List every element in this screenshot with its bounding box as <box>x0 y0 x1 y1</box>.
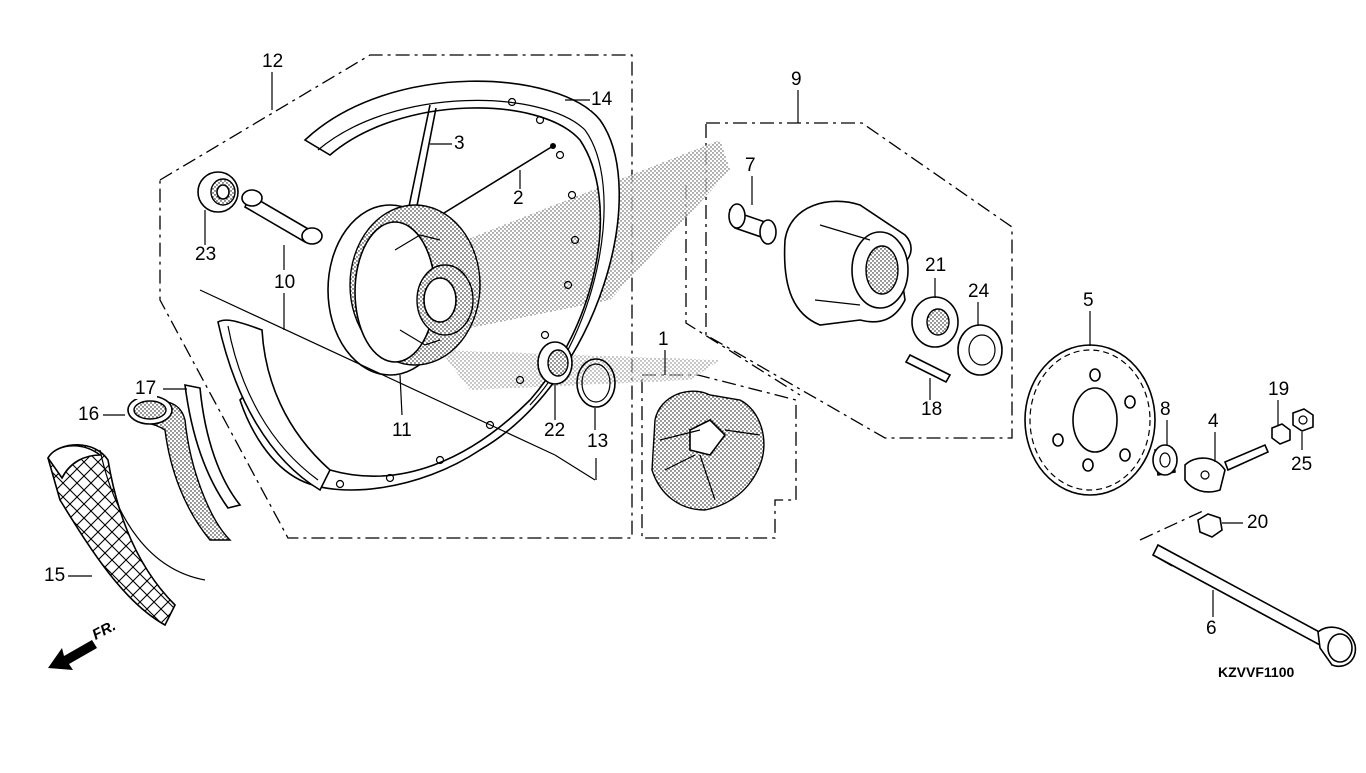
callout-4: 4 <box>1207 411 1220 432</box>
collar-7 <box>728 203 777 245</box>
rim-tape-17 <box>184 383 242 509</box>
callout-20: 20 <box>1246 512 1270 533</box>
assembly-axis-shading <box>440 140 730 330</box>
leader-lines <box>68 72 1303 617</box>
callout-5: 5 <box>1082 290 1095 311</box>
axle-6 <box>1151 543 1357 667</box>
callout-23: 23 <box>194 244 218 265</box>
collar-10 <box>241 189 323 245</box>
nut-25 <box>1292 408 1314 432</box>
callout-3: 3 <box>453 133 466 154</box>
nut-19 <box>1271 423 1291 445</box>
wheel-hub <box>327 204 481 376</box>
callout-25: 25 <box>1290 454 1314 475</box>
callout-1: 1 <box>657 329 670 350</box>
sprocket-bolt-frame <box>1139 509 1206 541</box>
collar-8 <box>1152 444 1178 476</box>
wheel-assembly-frame <box>159 54 633 539</box>
callout-22: 22 <box>543 420 567 441</box>
callout-21: 21 <box>924 255 948 276</box>
rim-band <box>217 319 331 492</box>
callout-13: 13 <box>586 431 610 452</box>
o-ring-13 <box>576 358 616 408</box>
callout-17: 17 <box>134 378 158 399</box>
callout-12: 12 <box>261 51 285 72</box>
callout-19: 19 <box>1267 379 1291 400</box>
callout-18: 18 <box>920 399 944 420</box>
tire-15 <box>47 444 206 627</box>
diagram-code: KZVVF1100 <box>1218 664 1295 680</box>
nut-20 <box>1197 513 1223 538</box>
callout-9: 9 <box>790 69 803 90</box>
rim-band-inner <box>227 325 319 481</box>
callout-15: 15 <box>43 565 67 586</box>
chain-adjuster-4 <box>1184 443 1270 493</box>
rubber-damper <box>651 390 765 511</box>
oil-seal-24 <box>957 324 1003 376</box>
callout-24: 24 <box>967 281 991 302</box>
bearing-21 <box>911 296 959 348</box>
hub-assembly-frame <box>685 122 1013 439</box>
callout-7: 7 <box>744 155 757 176</box>
tube-16 <box>127 395 232 541</box>
bearing-23 <box>197 171 239 213</box>
final-driven-flange <box>783 200 912 326</box>
bearing-22 <box>537 341 573 385</box>
arrow-left-down-icon <box>48 640 97 670</box>
sprocket <box>1024 344 1156 496</box>
callout-11: 11 <box>391 420 413 441</box>
callout-16: 16 <box>77 404 101 425</box>
damper-set-frame <box>641 374 797 539</box>
stud-bolt-18 <box>904 353 952 384</box>
callout-14: 14 <box>590 89 614 110</box>
callout-6: 6 <box>1205 618 1218 639</box>
spoke-holes <box>335 97 580 489</box>
callout-10: 10 <box>273 272 297 293</box>
callout-2: 2 <box>512 188 525 209</box>
callout-8: 8 <box>1159 399 1172 420</box>
